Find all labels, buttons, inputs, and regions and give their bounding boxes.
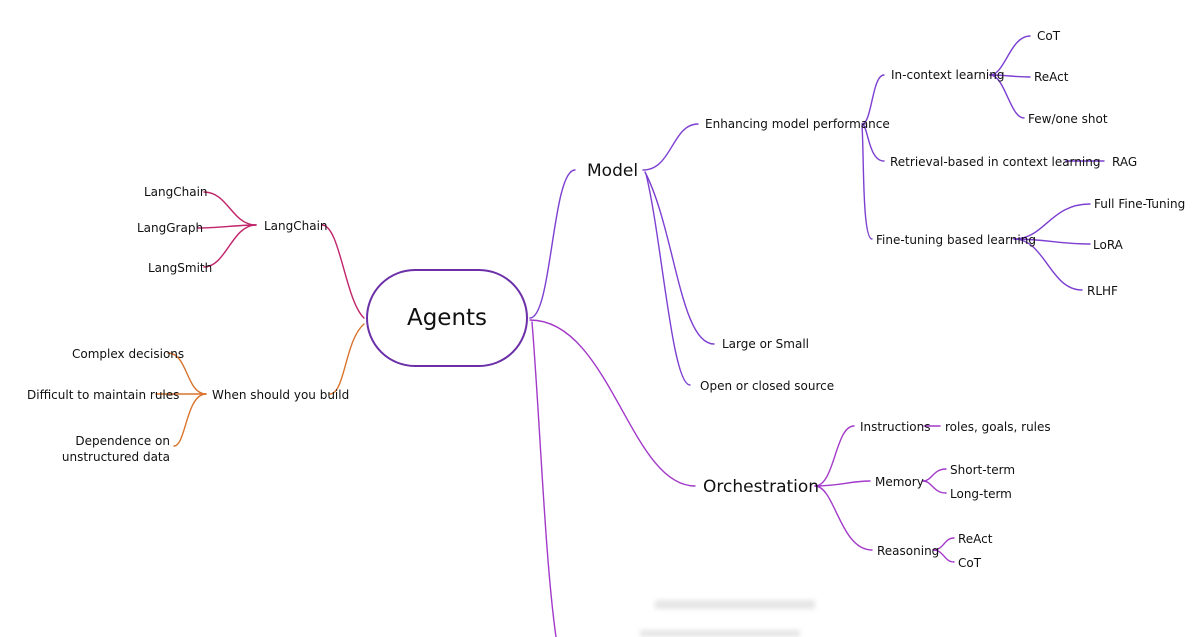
open-closed-node[interactable]: Open or closed source — [700, 379, 835, 393]
edge-agents-model — [529, 169, 576, 319]
edge-finetuning-full — [1013, 203, 1091, 240]
langsmith-node[interactable]: LangSmith — [148, 261, 213, 275]
fine-tuning-node[interactable]: Fine-tuning based learning — [876, 233, 1036, 247]
edge-enhancing-retrieval — [861, 123, 885, 162]
long-term-node[interactable]: Long-term — [950, 487, 1012, 501]
orchestration-node[interactable]: Orchestration — [703, 477, 820, 497]
edge-orch-memory — [814, 480, 871, 487]
agents-node[interactable]: Agents — [366, 269, 528, 367]
complex-decisions-node[interactable]: Complex decisions — [72, 347, 185, 361]
blurred-region — [655, 600, 815, 609]
edge-agents-when — [329, 323, 365, 395]
agents-label: Agents — [406, 305, 488, 331]
difficult-rules-node[interactable]: Difficult to maintain rules — [27, 388, 180, 402]
edge-orch-instructions — [814, 425, 855, 487]
edge-incontext-fewshot — [989, 74, 1025, 119]
in-context-node[interactable]: In-context learning — [891, 68, 1005, 82]
langchain-node[interactable]: LangChain — [264, 219, 328, 233]
edge-enhancing-incontext — [861, 74, 885, 125]
rlhf-node[interactable]: RLHF — [1087, 284, 1118, 298]
react-node[interactable]: ReAct — [1034, 70, 1069, 84]
memory-node[interactable]: Memory — [875, 475, 924, 489]
edge-finetuning-lora — [1013, 238, 1091, 245]
edge-memory-long — [922, 480, 947, 494]
roles-goals-rules-node[interactable]: roles, goals, rules — [945, 420, 1051, 434]
edge-langchain-langchain — [203, 191, 257, 226]
dependence-node[interactable]: Dependence on unstructured data — [61, 434, 170, 464]
when-build-node[interactable]: When should you build — [212, 388, 350, 402]
large-small-node[interactable]: Large or Small — [722, 337, 809, 351]
edge-incontext-cot — [989, 35, 1031, 76]
instructions-node[interactable]: Instructions — [860, 420, 931, 434]
edge-model-enhancing — [642, 123, 699, 171]
langchain-child-node[interactable]: LangChain — [144, 185, 208, 199]
reasoning-react-node[interactable]: ReAct — [958, 532, 993, 546]
edge-memory-short — [922, 468, 947, 482]
blurred-region-lower — [640, 630, 800, 637]
rag-node[interactable]: RAG — [1112, 155, 1138, 169]
edge-incontext-react — [989, 74, 1031, 78]
model-node[interactable]: Model — [587, 161, 639, 181]
cot-node[interactable]: CoT — [1037, 29, 1061, 43]
edge-model-source — [645, 173, 691, 386]
edge-agents-orchestration — [529, 319, 696, 487]
edge-model-size — [644, 171, 715, 345]
edge-reasoning-cot — [932, 549, 955, 563]
reasoning-cot-node[interactable]: CoT — [958, 556, 982, 570]
edge-orch-reasoning — [814, 485, 873, 551]
edge-finetuning-rlhf — [1013, 238, 1083, 291]
retrieval-node[interactable]: Retrieval-based in context learning — [890, 155, 1101, 169]
enhancing-node[interactable]: Enhancing model performance — [705, 117, 890, 131]
edge-langchain-langsmith — [203, 224, 257, 268]
edge-when-complex — [167, 352, 207, 395]
lora-node[interactable]: LoRA — [1093, 238, 1123, 252]
few-shot-node[interactable]: Few/one shot — [1028, 112, 1108, 126]
reasoning-node[interactable]: Reasoning — [877, 544, 940, 558]
full-fine-tuning-node[interactable]: Full Fine-Tuning — [1094, 197, 1186, 211]
edge-agents-tools — [531, 321, 557, 637]
edge-enhancing-finetuning — [861, 125, 873, 240]
edge-agents-langchain — [321, 224, 365, 319]
short-term-node[interactable]: Short-term — [950, 463, 1016, 477]
langgraph-node[interactable]: LangGraph — [137, 221, 204, 235]
edge-when-dependence — [173, 393, 207, 447]
